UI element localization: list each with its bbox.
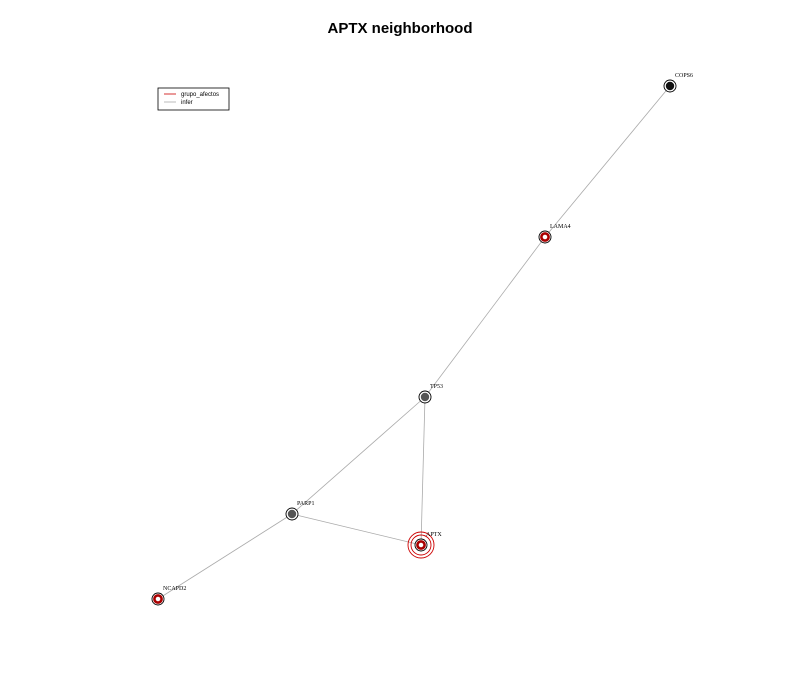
node-label-lama4: LAMA4: [550, 224, 571, 230]
edge-tp53-parp1: [291, 396, 426, 515]
legend-label-grupo-afectos: grupo_afectos: [181, 92, 219, 98]
graph-title: APTX neighborhood: [327, 20, 473, 37]
node-label-aptx: APTX: [426, 532, 442, 538]
highlight-ring: [410, 534, 432, 556]
node-fill: [153, 594, 163, 604]
node-label-cops6: COPS6: [675, 73, 693, 79]
edge-parp1-aptx: [291, 513, 422, 546]
node-ncapd2[interactable]: NCAPD2: [151, 586, 186, 606]
edges-layer: [157, 85, 671, 600]
edge-parp1-ncapd2: [157, 513, 293, 600]
node-lama4[interactable]: LAMA4: [538, 224, 571, 244]
legend-label-infer: infer: [181, 100, 193, 106]
legend: grupo_afectos infer: [157, 87, 230, 111]
node-fill: [420, 392, 430, 402]
node-tp53[interactable]: TP53: [418, 384, 443, 404]
node-aptx[interactable]: APTX: [407, 531, 442, 559]
node-label-parp1: PARP1: [297, 501, 314, 507]
edge-lama4-tp53: [424, 236, 546, 398]
node-parp1[interactable]: PARP1: [285, 501, 314, 521]
node-cops6[interactable]: COPS6: [663, 73, 693, 93]
node-label-tp53: TP53: [430, 384, 443, 390]
node-fill: [665, 81, 675, 91]
edge-cops6-lama4: [544, 85, 671, 238]
node-label-ncapd2: NCAPD2: [163, 586, 186, 592]
node-fill: [416, 540, 426, 550]
edge-tp53-aptx: [420, 396, 426, 546]
highlight-ring: [407, 531, 435, 559]
node-fill: [287, 509, 297, 519]
node-fill: [540, 232, 550, 242]
legend-box: [157, 87, 230, 111]
